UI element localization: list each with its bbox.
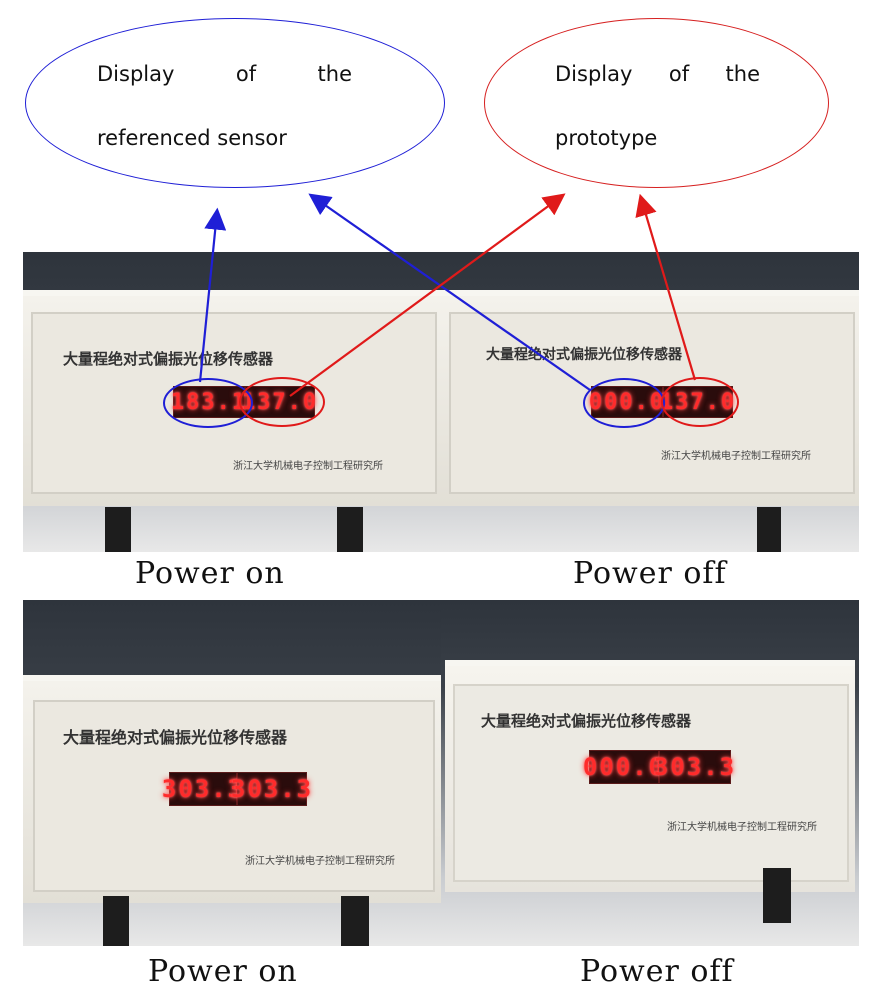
panel-title: 大量程绝对式偏振光位移传感器 — [63, 728, 288, 747]
arrow-reference-power-off — [308, 193, 591, 391]
device-stand-right — [763, 868, 791, 923]
reference-sensor-callout — [25, 18, 445, 188]
reference-display: 000.0 — [583, 750, 663, 784]
photo-power-on-top: 大量程绝对式偏振光位移传感器 183.1 137.0 浙江大学机械电子控制工程研… — [23, 252, 441, 552]
reference-callout-line1: Display of the — [97, 62, 352, 86]
prototype-callout-text: Display of the prototype — [555, 58, 760, 154]
prototype-callout — [484, 18, 829, 188]
device-stand-right — [337, 507, 363, 552]
caption-power-off-bottom: Power off — [580, 954, 734, 989]
reference-display: 303.3 — [162, 772, 242, 806]
prototype-display: 303.3 — [654, 750, 734, 784]
prototype-display: 303.3 — [231, 772, 311, 806]
reference-sensor-callout-text: Display of the referenced sensor — [97, 58, 352, 154]
device-stand-right — [341, 896, 369, 946]
panel-subtitle: 浙江大学机械电子控制工程研究所 — [245, 856, 395, 867]
panel-subtitle: 浙江大学机械电子控制工程研究所 — [667, 822, 817, 833]
arrow-reference-power-on — [198, 207, 227, 383]
panel-subtitle: 浙江大学机械电子控制工程研究所 — [661, 451, 811, 462]
prototype-display-value: 303.3 — [653, 753, 737, 781]
panel-title: 大量程绝对式偏振光位移传感器 — [63, 350, 274, 368]
arrow-prototype-power-off — [635, 193, 697, 381]
photo-power-off-bottom: 大量程绝对式偏振光位移传感器 000.0 303.3 浙江大学机械电子控制工程研… — [441, 600, 859, 946]
prototype-callout-line2: prototype — [555, 126, 658, 150]
photo-power-off-top: 大量程绝对式偏振光位移传感器 000.0 137.0 浙江大学机械电子控制工程研… — [441, 252, 859, 552]
prototype-callout-line1: Display of the — [555, 62, 760, 86]
caption-power-off-top: Power off — [573, 556, 727, 591]
caption-power-on-top: Power on — [135, 556, 285, 591]
panel-subtitle: 浙江大学机械电子控制工程研究所 — [233, 461, 383, 472]
reference-display-value: 000.0 — [582, 753, 666, 781]
device-stand-left — [105, 507, 131, 552]
device-stand-left — [103, 896, 129, 946]
reference-display-value: 303.3 — [161, 775, 245, 803]
prototype-highlight-ring — [239, 377, 325, 427]
caption-power-on-bottom: Power on — [148, 954, 298, 989]
device-stand-right — [757, 507, 781, 552]
arrow-prototype-power-on — [289, 193, 566, 397]
prototype-display-value: 303.3 — [230, 775, 314, 803]
reference-callout-line2: referenced sensor — [97, 126, 287, 150]
prototype-highlight-ring — [661, 377, 739, 427]
panel-title: 大量程绝对式偏振光位移传感器 — [481, 712, 692, 730]
photo-power-on-bottom: 大量程绝对式偏振光位移传感器 303.3 303.3 浙江大学机械电子控制工程研… — [23, 600, 441, 946]
